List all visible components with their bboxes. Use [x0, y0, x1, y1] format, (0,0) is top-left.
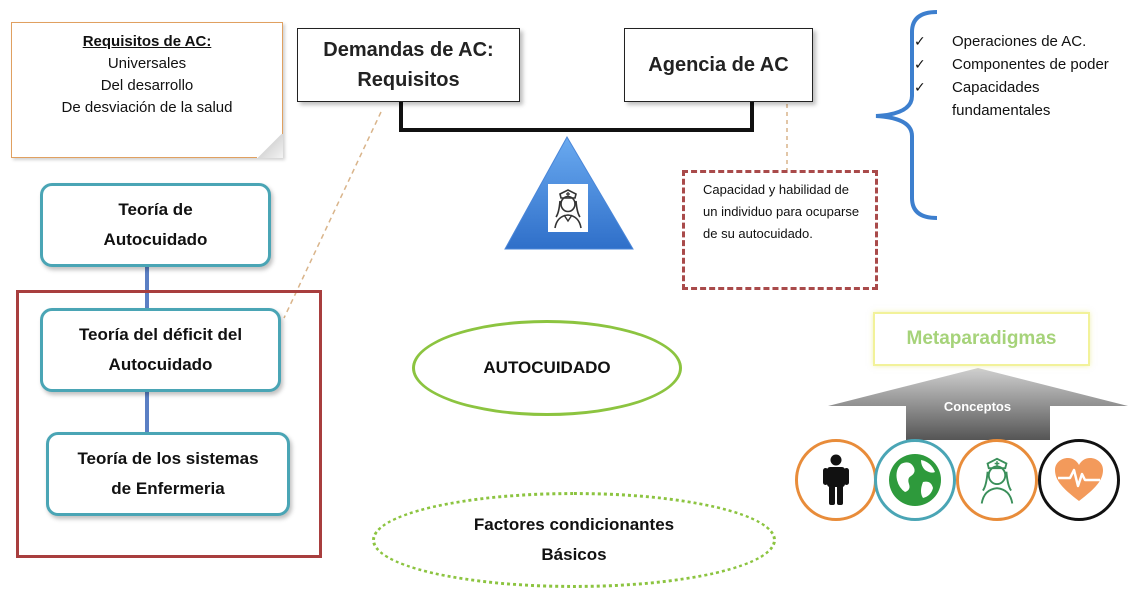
- enfermeria-circle: [956, 439, 1038, 521]
- nurse-icon: [980, 457, 1014, 504]
- requisitos-item: Universales: [107, 55, 187, 72]
- autocuidado-ellipse: AUTOCUIDADO: [412, 320, 682, 416]
- nurse-icon: [548, 184, 588, 232]
- capacidad-box: Capacidad y habilidad de un individuo pa…: [682, 170, 878, 290]
- requisitos-note: Requisitos de AC: Universales Del desarr…: [11, 22, 283, 158]
- demandas-line1: Demandas de AC:: [323, 39, 494, 61]
- agencia-label: Agencia de AC: [648, 54, 789, 76]
- teoria-autocuidado-line1: Teoría de: [118, 200, 193, 219]
- demandas-box: Demandas de AC: Requisitos: [297, 28, 520, 102]
- requisitos-item: De desviación de la salud: [61, 99, 233, 116]
- persona-circle: [795, 439, 877, 521]
- checkmark-icon: ✓: [914, 79, 926, 95]
- teoria-autocuidado-box: Teoría de Autocuidado: [40, 183, 271, 267]
- checkmark-icon: ✓: [914, 33, 926, 49]
- list-item: ✓ Operaciones de AC.: [912, 30, 1122, 53]
- teoria-deficit-line2: Autocuidado: [108, 355, 213, 374]
- factores-ellipse: Factores condicionantes Básicos: [372, 492, 776, 588]
- teoria-deficit-box: Teoría del déficit del Autocuidado: [40, 308, 281, 392]
- teoria-sistemas-box: Teoría de los sistemas de Enfermeria: [46, 432, 290, 516]
- checkmark-icon: ✓: [914, 56, 926, 72]
- teoria-sistemas-line1: Teoría de los sistemas: [77, 449, 259, 468]
- conceptos-label: Conceptos: [943, 399, 1012, 414]
- salud-circle: [1038, 439, 1120, 521]
- entorno-circle: [874, 439, 956, 521]
- metaparadigmas-box: Metaparadigmas: [873, 312, 1090, 366]
- scale-beam: [399, 102, 754, 132]
- operaciones-list: ✓ Operaciones de AC. ✓ Componentes de po…: [912, 30, 1122, 122]
- agencia-box: Agencia de AC: [624, 28, 813, 102]
- dashed-link-demandas: [283, 111, 382, 319]
- teoria-deficit-line1: Teoría del déficit del: [78, 325, 243, 344]
- requisitos-item: Del desarrollo: [100, 77, 194, 94]
- teoria-autocuidado-line2: Autocuidado: [103, 230, 208, 249]
- requisitos-title: Requisitos de AC:: [82, 33, 212, 50]
- curly-bracket: [875, 10, 938, 220]
- factores-line2: Básicos: [541, 545, 607, 564]
- capacidad-text: Capacidad y habilidad de un individuo pa…: [703, 182, 860, 241]
- conceptos-arrow: [828, 368, 1128, 440]
- teoria-sistemas-line2: de Enfermeria: [111, 479, 225, 498]
- list-item: ✓ Componentes de poder: [912, 53, 1122, 76]
- deficit-sistemas-frame: [16, 290, 322, 558]
- autocuidado-label: AUTOCUIDADO: [483, 358, 611, 377]
- person-icon: [823, 454, 849, 505]
- factores-line1: Factores condicionantes: [473, 515, 675, 534]
- note-fold-corner: [257, 134, 283, 158]
- heart-pulse-icon: [1055, 458, 1103, 501]
- list-item: ✓ Capacidades fundamentales: [912, 76, 1122, 122]
- metaparadigmas-title: Metaparadigmas: [906, 328, 1057, 349]
- globe-icon: [889, 454, 941, 506]
- demandas-line2: Requisitos: [357, 69, 460, 91]
